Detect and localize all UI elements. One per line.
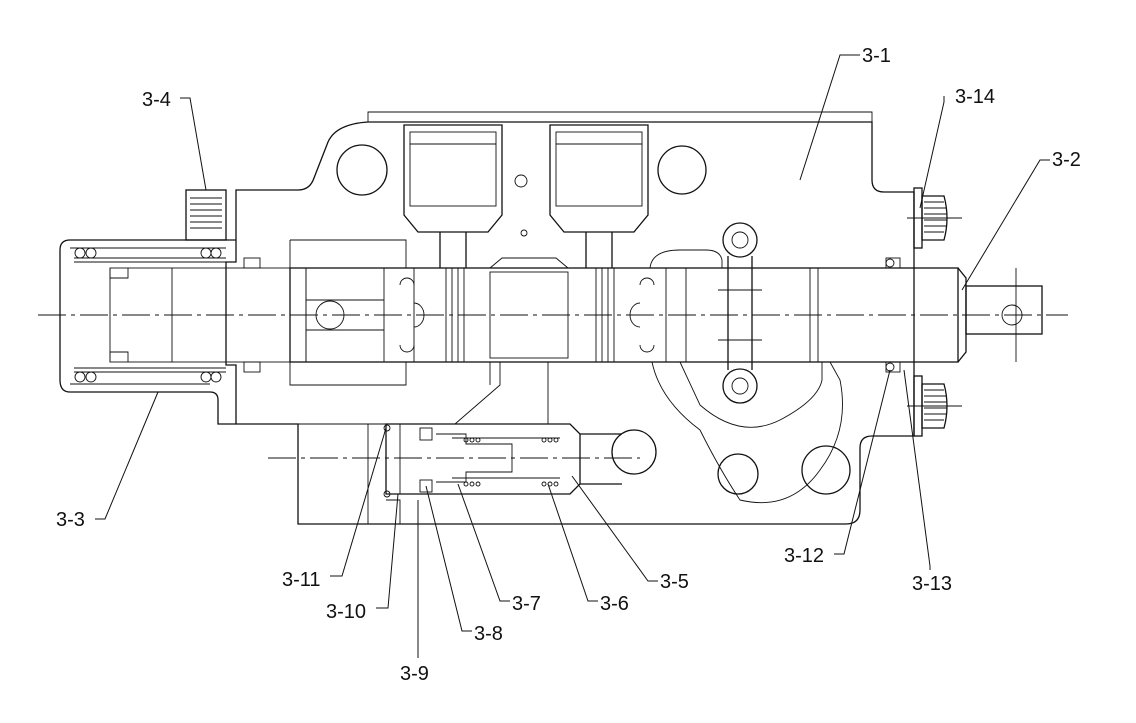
- body-port-hole-4: [801, 445, 851, 495]
- body-port-hole-3: [717, 453, 759, 495]
- label-3-13: 3-13: [912, 573, 952, 595]
- label-3-5: 3-5: [660, 571, 689, 593]
- body-right-passage: [651, 361, 843, 504]
- leader-3-2: [961, 159, 1050, 291]
- leader-3-4: [180, 97, 207, 191]
- body-upper-passage: [649, 249, 723, 269]
- body-lower-chamber: [298, 423, 401, 524]
- label-3-4: 3-4: [142, 89, 171, 111]
- leader-3-5: [571, 475, 658, 582]
- small-drill-hole-2: [520, 229, 528, 237]
- port-fitting-right: [549, 124, 649, 268]
- valve-body-top-plate: [367, 111, 873, 122]
- leader-3-14: [919, 96, 945, 209]
- label-3-10: 3-10: [326, 601, 366, 623]
- label-3-9: 3-9: [400, 663, 429, 685]
- leader-lines: [95, 54, 1050, 658]
- valve-body-outline: [225, 121, 915, 525]
- label-3-3: 3-3: [56, 509, 85, 531]
- leader-3-12: [834, 369, 891, 555]
- spool-end-pin: [965, 285, 1043, 335]
- leader-3-3: [95, 391, 159, 520]
- cap-bolt-left: [185, 189, 227, 241]
- leader-3-6: [547, 483, 598, 602]
- leader-3-13: [903, 369, 931, 570]
- label-3-8: 3-8: [474, 623, 503, 645]
- linkage-lever: [718, 222, 762, 404]
- body-flow-passage: [454, 257, 569, 425]
- label-3-12: 3-12: [784, 545, 824, 567]
- leader-3-10: [376, 493, 399, 609]
- label-3-1: 3-1: [862, 45, 891, 67]
- leader-3-1: [799, 54, 860, 181]
- port-fitting-left: [403, 124, 503, 268]
- label-3-14: 3-14: [955, 86, 995, 108]
- leader-3-7: [457, 483, 510, 602]
- body-port-hole-1: [336, 144, 388, 196]
- spring-end-cap: [59, 239, 307, 425]
- leader-3-11: [330, 427, 387, 577]
- cover-bolt-right-upper: [913, 187, 948, 249]
- main-spool: [289, 267, 967, 363]
- body-port-hole-2: [657, 145, 707, 195]
- leader-3-8: [425, 485, 472, 632]
- body-inner-recess: [289, 239, 407, 386]
- small-drill-hole-1: [514, 174, 528, 188]
- label-3-11: 3-11: [282, 569, 321, 591]
- body-right-passage-inner: [679, 361, 823, 428]
- label-3-6: 3-6: [600, 593, 629, 615]
- label-3-2: 3-2: [1052, 149, 1081, 171]
- label-3-7: 3-7: [512, 593, 541, 615]
- cover-bolt-right-lower: [913, 375, 948, 437]
- check-valve-assembly: [383, 423, 657, 498]
